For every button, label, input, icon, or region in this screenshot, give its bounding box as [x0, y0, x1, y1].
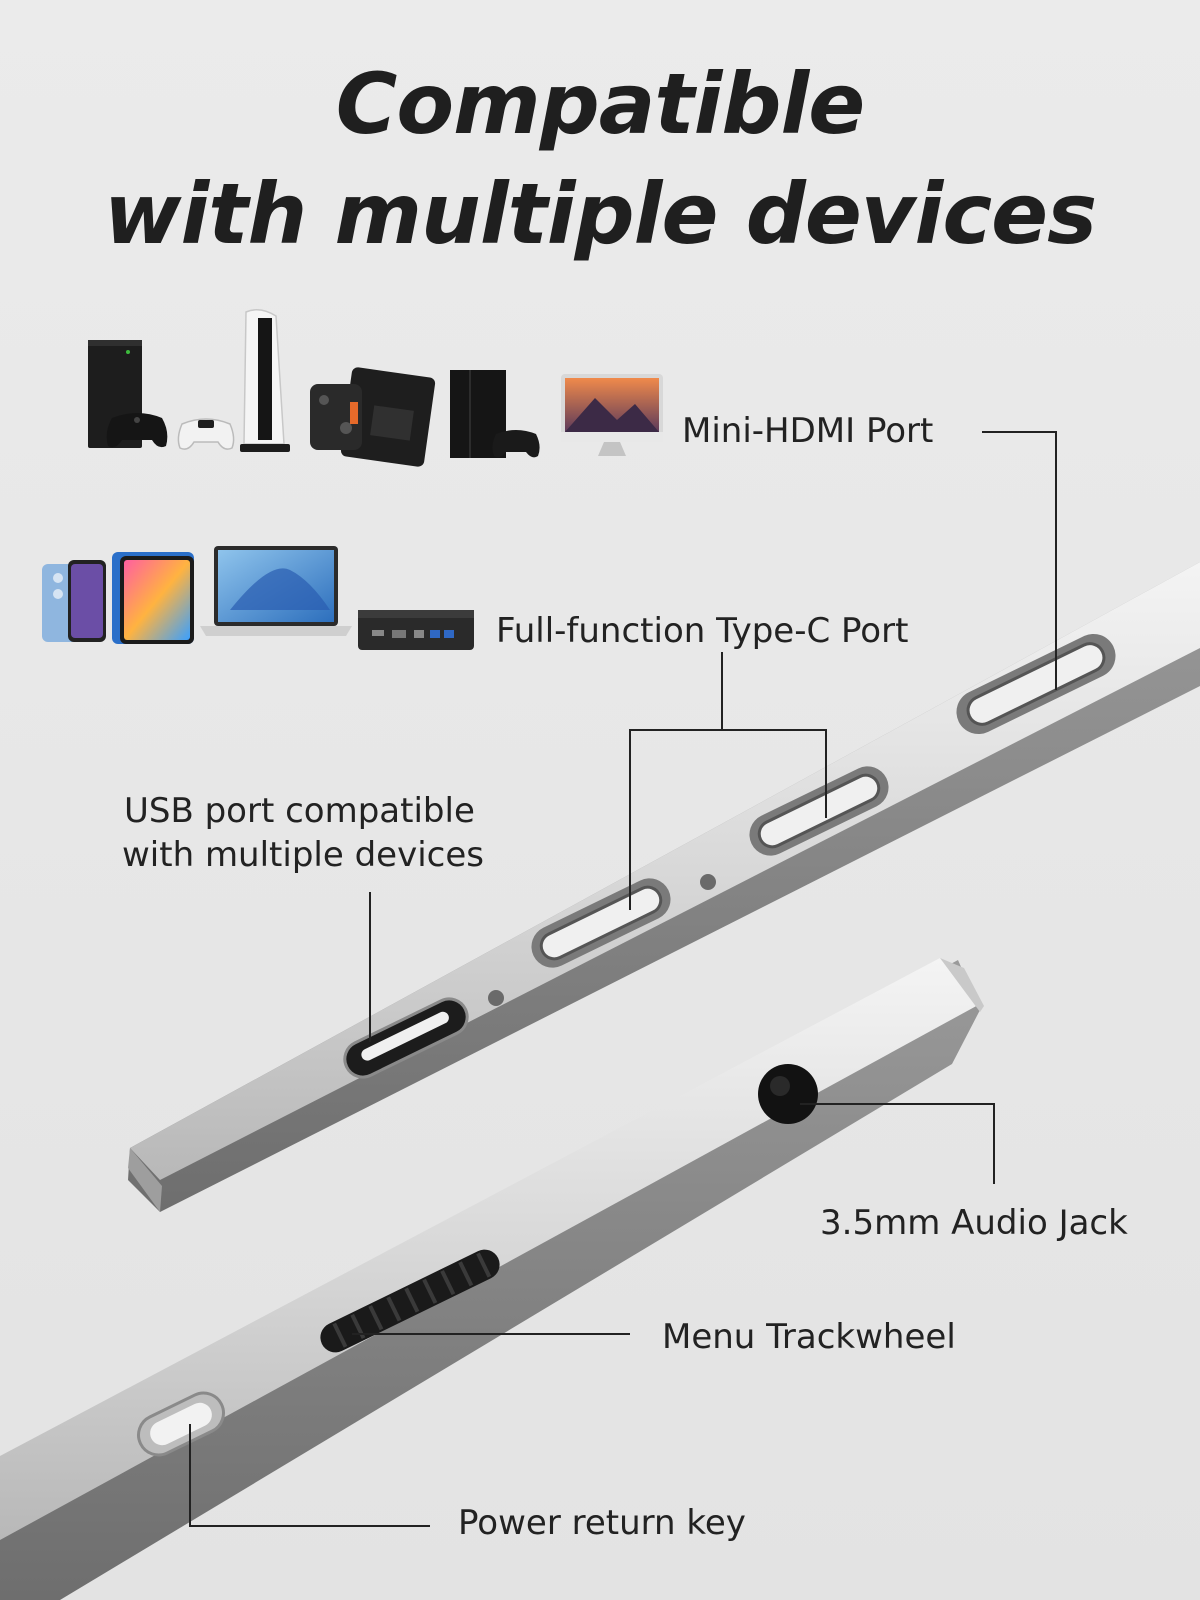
- label-audio-jack: 3.5mm Audio Jack: [820, 1203, 1128, 1243]
- tablet-icon: [112, 552, 194, 644]
- monitor-edge-lower: [0, 958, 984, 1600]
- label-menu-trackwheel: Menu Trackwheel: [662, 1317, 956, 1357]
- label-usb-line-2: with multiple devices: [122, 835, 484, 875]
- leader-power: [189, 1424, 430, 1527]
- mini-pc-icon: [358, 610, 474, 650]
- mini-hdmi-port: [956, 633, 1116, 735]
- imac-icon: [561, 374, 663, 456]
- type-c-port-1: [749, 766, 889, 856]
- audio-jack: [758, 1064, 818, 1124]
- label-type-c: Full-function Type-C Port: [496, 611, 909, 651]
- ps5-controller-icon: [177, 418, 235, 450]
- ps5-console-icon: [240, 309, 290, 452]
- leader-type-c-left: [629, 652, 723, 910]
- smartphone-icon: [42, 560, 106, 642]
- indicator-dot-1: [700, 874, 716, 890]
- label-usb-line-1: USB port compatible: [124, 791, 475, 831]
- laptop-icon: [200, 546, 352, 636]
- xbox-controller-icon: [106, 413, 168, 448]
- label-power-key: Power return key: [458, 1503, 746, 1543]
- handheld-console-icon: [310, 367, 436, 467]
- label-mini-hdmi: Mini-HDMI Port: [682, 411, 934, 451]
- leader-mini-hdmi: [982, 431, 1057, 690]
- menu-trackwheel: [320, 1249, 500, 1353]
- leader-type-c-right: [722, 729, 827, 818]
- headline-line-2: with multiple devices: [103, 165, 1097, 263]
- ps4-console-icon: [450, 370, 540, 458]
- leader-audio: [800, 1103, 995, 1184]
- usb-port: [343, 997, 469, 1079]
- indicator-dot-2: [488, 990, 504, 1006]
- headline-line-1: Compatible: [335, 55, 866, 153]
